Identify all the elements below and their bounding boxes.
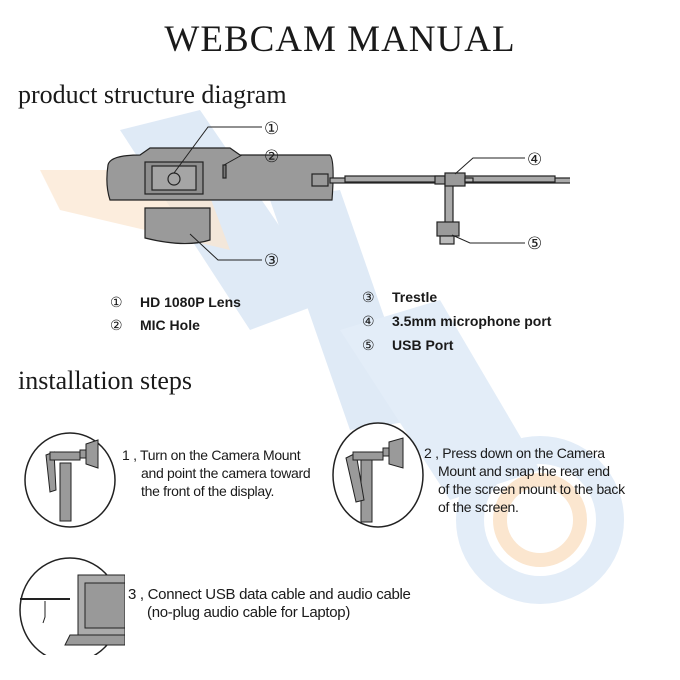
step-1-text: 1 , Turn on the Camera Mount and point t… — [122, 447, 311, 499]
section-heading-installation: installation steps — [18, 366, 193, 395]
step-2-illustration — [332, 422, 424, 528]
callout-3: ③ — [264, 251, 279, 270]
step-3-illustration — [19, 557, 125, 655]
callout-2: ② — [264, 147, 279, 167]
callout-4: ④ — [527, 150, 542, 170]
step-3-text: 3 , Connect USB data cable and audio cab… — [128, 586, 411, 621]
section-heading-structure: product structure diagram — [18, 80, 287, 109]
page-title: WEBCAM MANUAL — [164, 19, 516, 60]
callout-5: ⑤ — [527, 234, 542, 254]
callout-1: ① — [264, 119, 279, 139]
step-1-illustration — [24, 432, 116, 528]
step-2-text: 2 , Press down on the Camera Mount and s… — [424, 445, 625, 515]
webcam-diagram: ① ② ③ ④ ⑤ — [106, 119, 570, 270]
